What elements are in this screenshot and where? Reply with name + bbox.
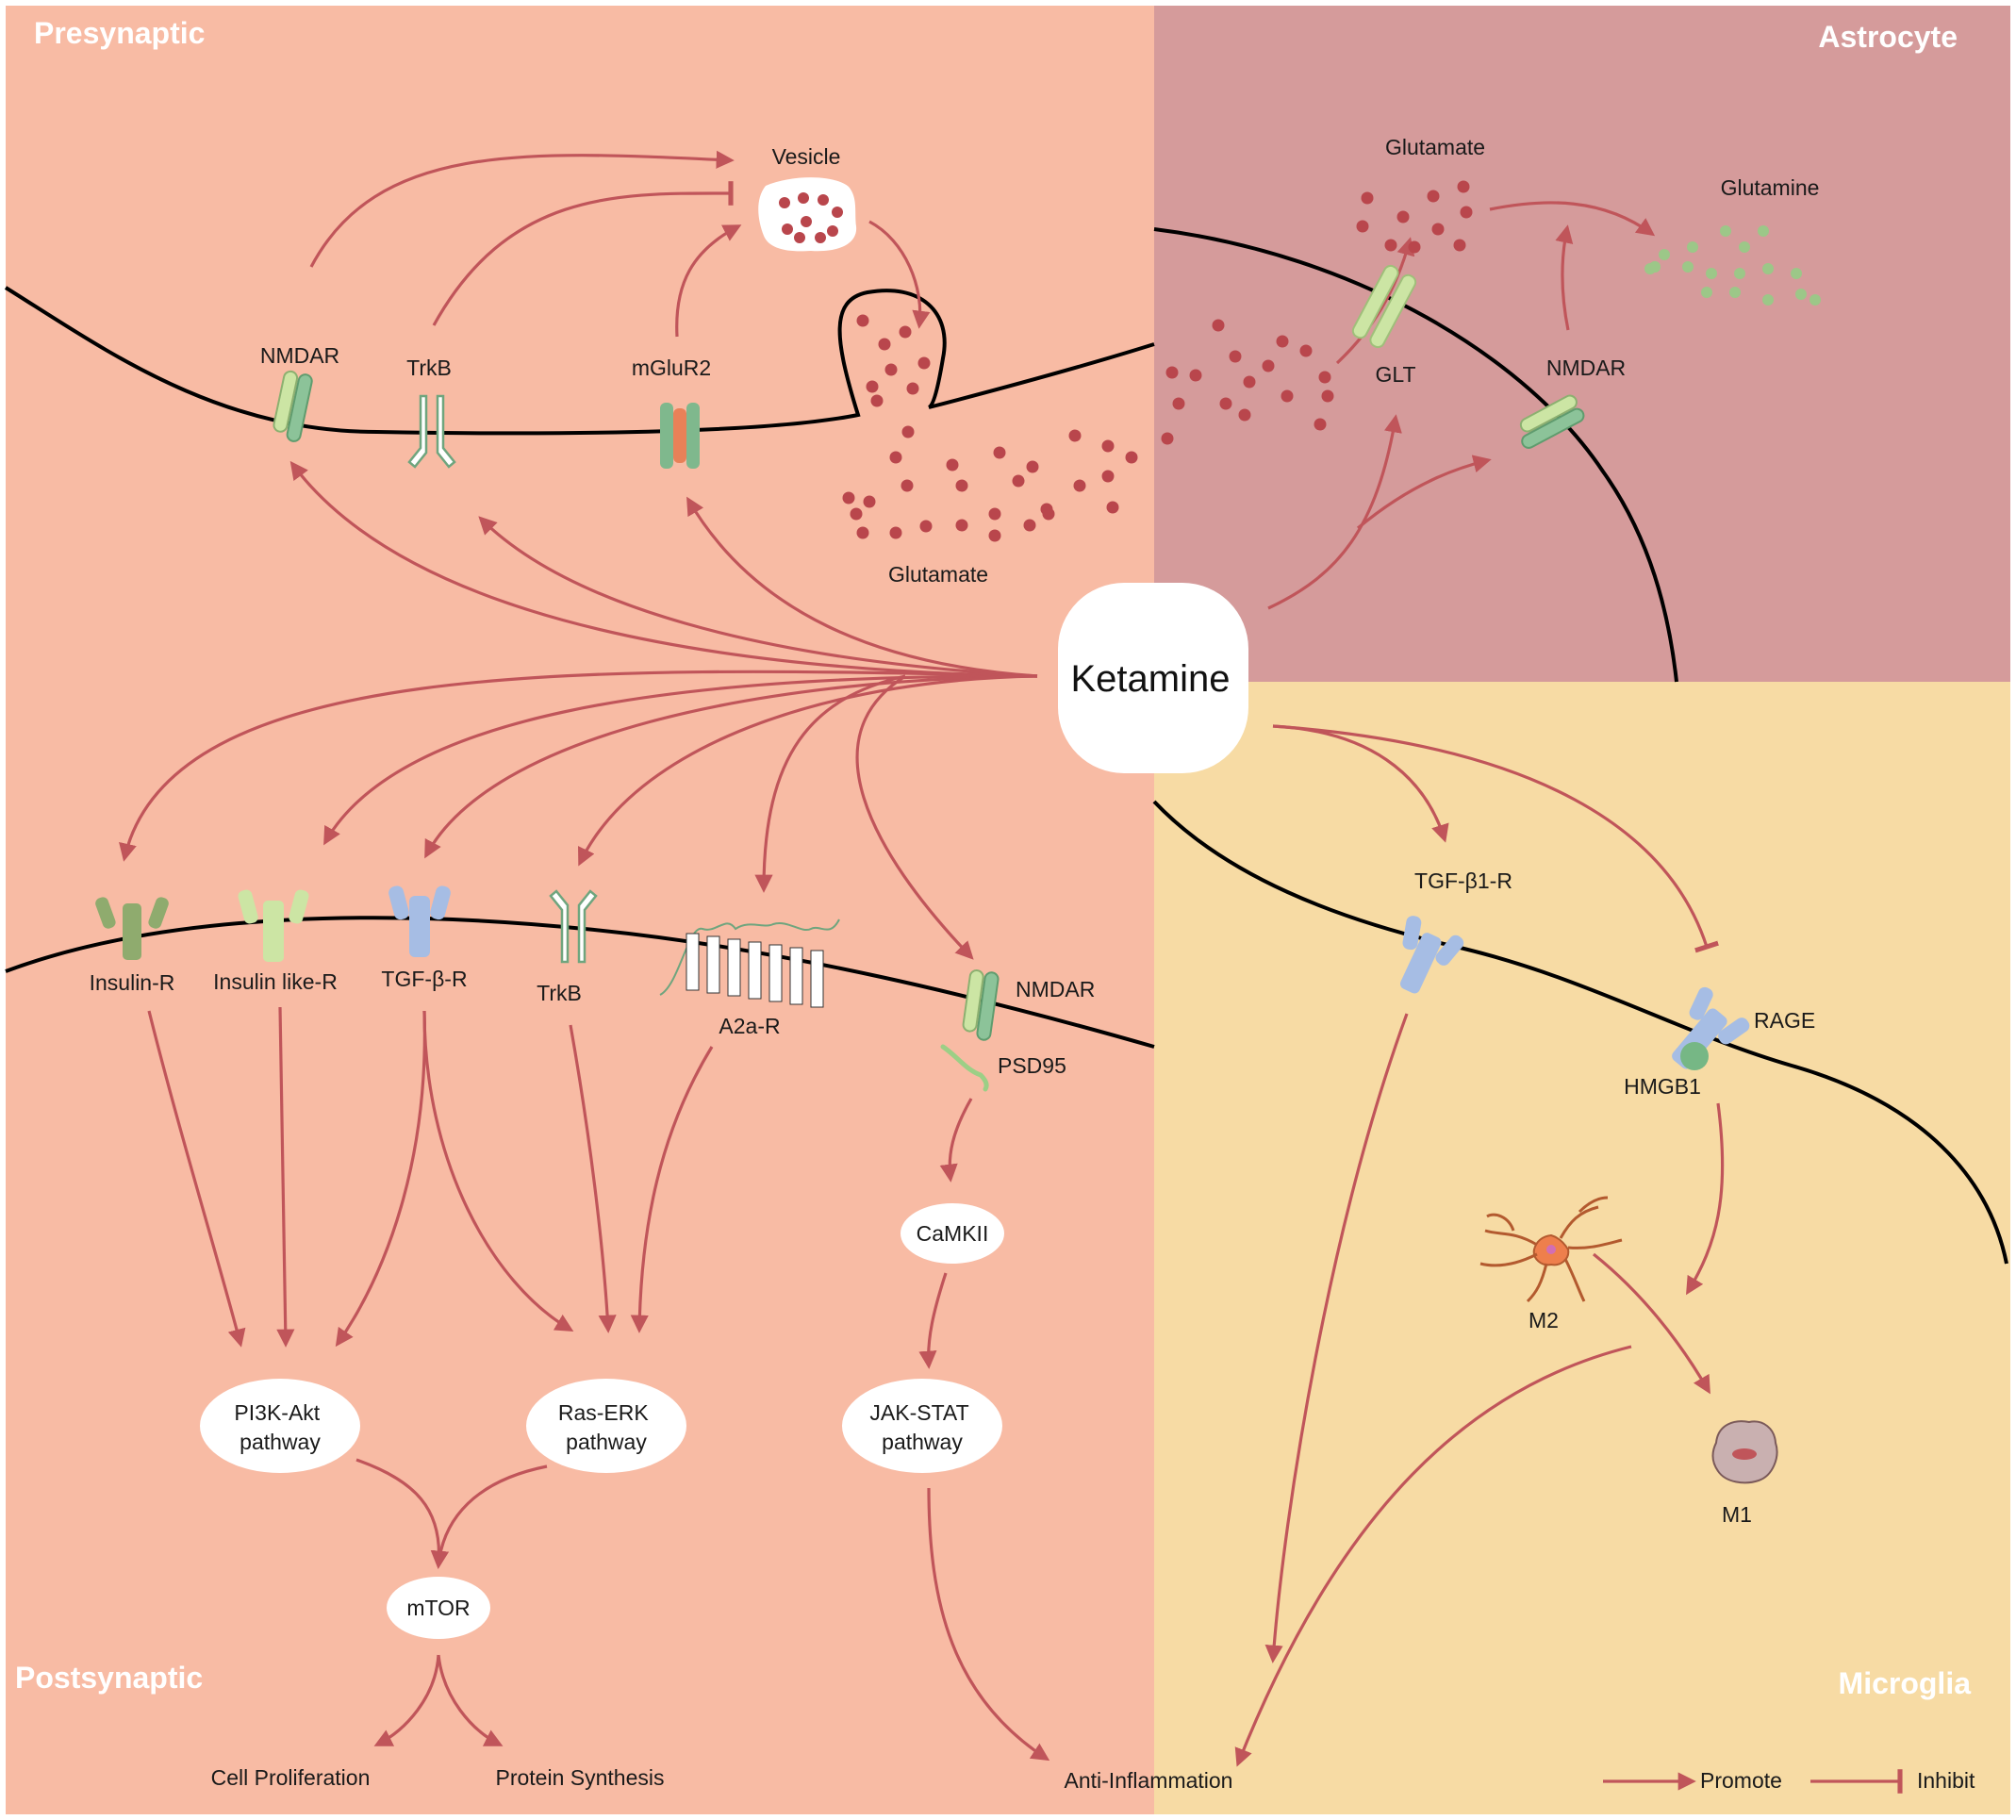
insulin-like-r-label: Insulin like-R bbox=[213, 969, 338, 994]
a2a-r-label: A2a-R bbox=[719, 1014, 780, 1038]
arrows bbox=[119, 150, 1903, 1794]
presynaptic-trkb-receptor bbox=[407, 394, 456, 469]
camkii-node bbox=[901, 1203, 1004, 1264]
m2-microglia-cell bbox=[1479, 1196, 1623, 1303]
insulin-r-receptor bbox=[95, 897, 169, 960]
presynaptic-membrane bbox=[4, 286, 1155, 436]
glutamine-dots bbox=[1644, 225, 1821, 306]
synaptic-glutamate-dots bbox=[842, 314, 1174, 542]
insulin-like-r-receptor bbox=[238, 889, 309, 962]
mtor-node bbox=[387, 1577, 490, 1639]
astrocyte-nmdar-label: NMDAR bbox=[1546, 356, 1626, 380]
astrocyte-nmdar-receptor bbox=[1519, 394, 1585, 449]
mtor-label: mTOR bbox=[406, 1596, 470, 1620]
psd95-scaffold bbox=[940, 1044, 989, 1092]
pi3k-label: PI3K-Akt pathway bbox=[234, 1400, 325, 1454]
astrocyte-membrane bbox=[1153, 227, 1678, 683]
insulin-r-label: Insulin-R bbox=[90, 970, 175, 995]
presynaptic-nmdar-label: NMDAR bbox=[260, 343, 339, 368]
mglur2-receptor bbox=[660, 403, 700, 469]
vesicle bbox=[758, 177, 857, 252]
rage-label: RAGE bbox=[1754, 1008, 1815, 1033]
m2-label: M2 bbox=[1529, 1308, 1559, 1332]
camkii-label: CaMKII bbox=[917, 1221, 989, 1246]
postsynaptic-trkb-receptor bbox=[549, 889, 598, 964]
glt-label: GLT bbox=[1375, 362, 1415, 387]
pi3k-node bbox=[200, 1379, 360, 1473]
glutamine-label: Glutamine bbox=[1721, 175, 1820, 200]
region-title-microglia: Microglia bbox=[1839, 1666, 1972, 1700]
postsynaptic-trkb-label: TrkB bbox=[537, 981, 582, 1005]
tgf-b-r-label: TGF-β-R bbox=[381, 967, 467, 991]
region-title-presynaptic: Presynaptic bbox=[34, 16, 205, 50]
legend-inhibit-label: Inhibit bbox=[1917, 1768, 1975, 1793]
microglia-membrane bbox=[1152, 800, 2008, 1265]
protein-synthesis-label: Protein Synthesis bbox=[496, 1765, 665, 1790]
astrocyte-region bbox=[1154, 6, 2010, 682]
tgf-b-r-receptor bbox=[388, 885, 451, 957]
m1-microglia-cell bbox=[1711, 1420, 1778, 1484]
anti-inflammation-label: Anti-Inflammation bbox=[1065, 1768, 1233, 1793]
raserk-node bbox=[526, 1379, 686, 1473]
tgf-b1-r-receptor bbox=[1399, 916, 1464, 994]
psd95-label: PSD95 bbox=[998, 1053, 1066, 1078]
glt-transporter bbox=[1351, 264, 1417, 349]
presynaptic-trkb-label: TrkB bbox=[406, 356, 452, 380]
vesicle-label: Vesicle bbox=[772, 144, 841, 169]
ketamine-node bbox=[1058, 583, 1248, 773]
postsynaptic-nmdar-label: NMDAR bbox=[1016, 977, 1095, 1001]
jakstat-label: JAK-STAT pathway bbox=[869, 1400, 974, 1454]
raserk-label: Ras-ERK pathway bbox=[558, 1400, 654, 1454]
m1-label: M1 bbox=[1722, 1502, 1752, 1527]
region-title-postsynaptic: Postsynaptic bbox=[15, 1661, 203, 1695]
presynaptic-nmdar-receptor bbox=[273, 370, 313, 442]
hmgb1-label: HMGB1 bbox=[1624, 1074, 1701, 1099]
legend-promote-label: Promote bbox=[1700, 1768, 1782, 1793]
a2a-r-receptor bbox=[659, 918, 840, 1008]
mglur2-label: mGluR2 bbox=[632, 356, 711, 380]
postsynaptic-nmdar-receptor bbox=[962, 969, 1000, 1041]
tgf-b1-r-label: TGF-β1-R bbox=[1414, 869, 1512, 893]
cell-proliferation-label: Cell Proliferation bbox=[211, 1765, 371, 1790]
ketamine-label: Ketamine bbox=[1071, 658, 1231, 700]
region-title-astrocyte: Astrocyte bbox=[1818, 20, 1958, 54]
jakstat-node bbox=[842, 1379, 1002, 1473]
astrocyte-glutamate-label: Glutamate bbox=[1385, 135, 1485, 159]
astrocyte-glutamate-dots bbox=[1165, 180, 1473, 431]
hmgb1-molecule bbox=[1680, 1042, 1709, 1070]
synaptic-glutamate-label: Glutamate bbox=[888, 562, 988, 587]
